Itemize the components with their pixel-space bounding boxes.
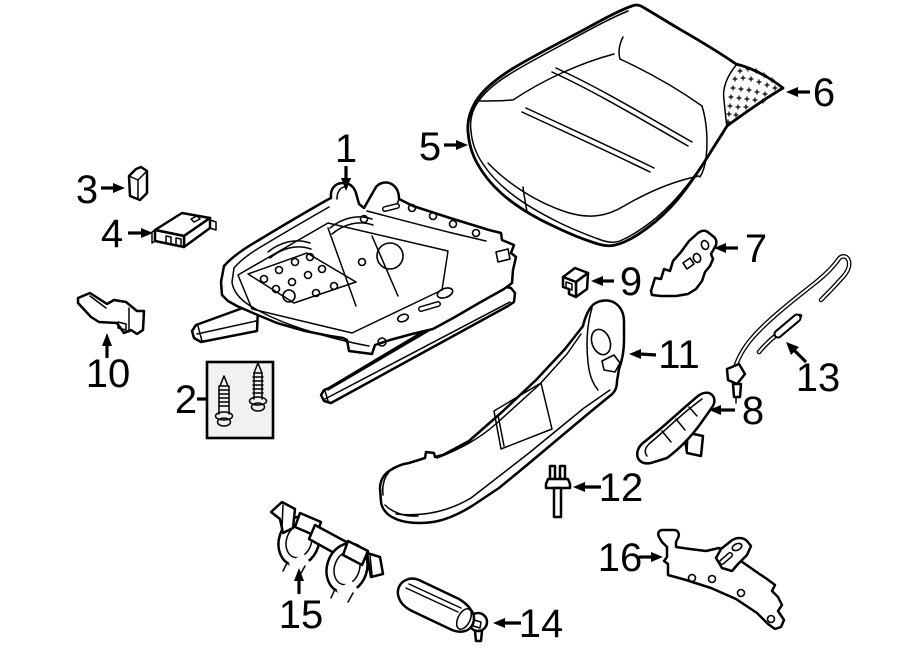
- sensor-block-drawing: [127, 165, 149, 202]
- callout-16-label[interactable]: 16: [598, 536, 643, 580]
- seat-track-frame-drawing: [190, 181, 518, 405]
- callout-14[interactable]: 14: [493, 602, 563, 646]
- callout-5-label[interactable]: 5: [419, 125, 441, 169]
- callout-9[interactable]: 9: [591, 260, 642, 304]
- bracket-drawing-10: [76, 291, 146, 336]
- screw-kit-box: [205, 360, 275, 440]
- motor-cylinder-drawing: [396, 577, 489, 643]
- callout-8-label[interactable]: 8: [742, 389, 764, 433]
- screw-right: [248, 362, 268, 412]
- harness-clips-drawing: [269, 500, 385, 603]
- callout-4-label[interactable]: 4: [101, 212, 123, 256]
- callout-12[interactable]: 12: [573, 466, 643, 510]
- callout-3-label[interactable]: 3: [76, 168, 98, 212]
- callout-1[interactable]: 1: [335, 127, 357, 191]
- callout-2-label[interactable]: 2: [175, 378, 197, 422]
- callout-13-label[interactable]: 13: [796, 356, 841, 400]
- switch-block-drawing-9: [561, 266, 590, 299]
- wire-rod-drawing: [725, 254, 852, 404]
- callout-15[interactable]: 15: [279, 568, 324, 637]
- callout-3[interactable]: 3: [76, 168, 125, 212]
- control-module-drawing: [151, 211, 217, 249]
- callout-2[interactable]: 2: [175, 378, 207, 422]
- callout-16[interactable]: 16: [598, 536, 663, 580]
- callout-5[interactable]: 5: [419, 125, 468, 169]
- seat-cushion-drawing: [466, 3, 785, 248]
- callout-13[interactable]: 13: [786, 342, 840, 400]
- handle-drawing-8: [635, 391, 716, 465]
- callout-12-label[interactable]: 12: [599, 466, 644, 510]
- screw-left: [214, 375, 234, 427]
- callout-14-label[interactable]: 14: [519, 602, 564, 646]
- callout-9-label[interactable]: 9: [620, 260, 642, 304]
- callout-11-label[interactable]: 11: [658, 333, 700, 377]
- bracket-drawing-7: [649, 229, 718, 298]
- callout-4[interactable]: 4: [101, 212, 153, 256]
- callouts: 1 2 3 4 5 6 7: [76, 71, 840, 646]
- callout-10[interactable]: 10: [86, 333, 131, 396]
- callout-1-label[interactable]: 1: [335, 127, 357, 171]
- callout-11[interactable]: 11: [629, 333, 700, 377]
- callout-8[interactable]: 8: [709, 389, 764, 433]
- retainer-pin-drawing: [544, 464, 572, 519]
- callout-15-label[interactable]: 15: [279, 593, 324, 637]
- callout-7[interactable]: 7: [714, 227, 767, 271]
- callout-10-label[interactable]: 10: [86, 352, 131, 396]
- callout-6-label[interactable]: 6: [813, 71, 835, 115]
- support-bracket-drawing: [656, 528, 786, 631]
- trim-stipple: [725, 66, 778, 125]
- callout-7-label[interactable]: 7: [745, 227, 767, 271]
- side-shield-drawing: [378, 299, 626, 525]
- callout-6[interactable]: 6: [786, 71, 835, 115]
